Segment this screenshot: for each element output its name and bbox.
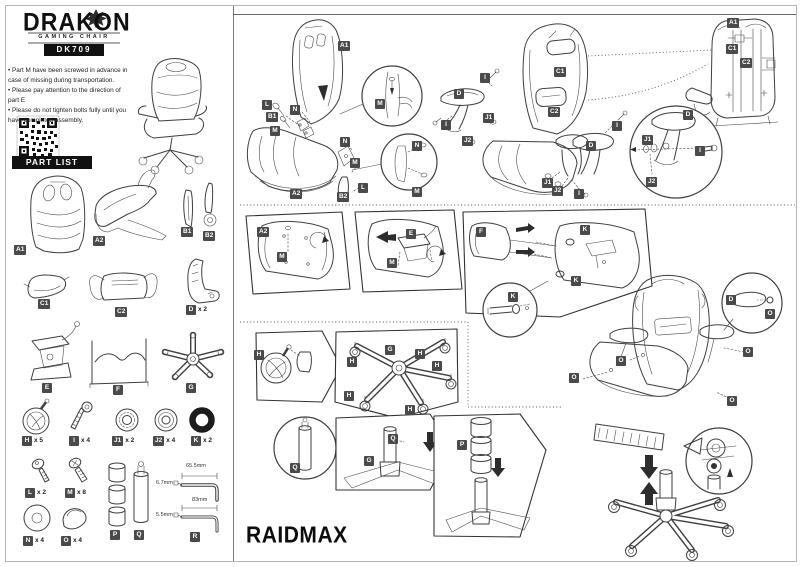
part-D-armrest — [187, 258, 220, 304]
part-C2-lumbar-cushion — [89, 272, 158, 301]
step3-back-view — [629, 18, 779, 199]
brand-tagline: GAMING CHAIR — [38, 34, 110, 40]
note-item: Please pay attention to the direction of… — [8, 86, 132, 105]
part-B1-bracket — [183, 189, 193, 228]
part-L-screw — [31, 458, 50, 483]
part-A1-backrest — [30, 175, 86, 254]
notes-list: Part M have been screwed in advance in c… — [8, 66, 132, 127]
part-K-ring — [189, 407, 215, 433]
part-J1-washer — [115, 408, 139, 432]
model-badge: DK709 — [44, 44, 104, 56]
brand-logo: DRAKON — [23, 8, 131, 36]
note-item: Please do not tighten bolts fully until … — [8, 106, 132, 125]
part-J2-washer — [154, 408, 178, 432]
tagline-rules — [28, 9, 120, 44]
part-B2-bracket — [203, 182, 217, 227]
part-N-washer — [23, 504, 51, 532]
part-H-caster — [22, 398, 50, 435]
part-R-allen-keys — [173, 472, 219, 533]
note-item: Part M have been screwed in advance in c… — [8, 66, 132, 85]
step8-base-assembly-panel — [334, 328, 459, 419]
part-M-screw — [68, 457, 88, 483]
step9-cylinder-into-base-panel — [335, 413, 453, 491]
step7-caster-panel — [255, 330, 342, 403]
chair-overview-sketch — [137, 58, 207, 175]
step9-cylinder-callout — [273, 416, 337, 480]
part-I-bolt — [70, 401, 93, 430]
part-A2-seat — [94, 169, 167, 241]
step10-spacers-panel — [433, 413, 547, 538]
part-Q-gas-cylinder — [133, 461, 149, 523]
step5-mechanism-panel — [354, 209, 463, 293]
step11-chair-caps-and-base — [582, 272, 783, 561]
part-O-cap — [62, 508, 87, 530]
part-F-footrest-frame — [89, 338, 149, 389]
step4-remove-screws-panel — [245, 211, 351, 295]
part-E-mechanism — [30, 321, 80, 381]
part-G-base — [161, 331, 225, 381]
footer-logo: RAIDMAX — [246, 523, 348, 549]
step1-backrest-to-seat — [246, 19, 438, 202]
part-list-header: PART LIST — [12, 156, 92, 169]
part-C1-headrest-pillow — [23, 274, 70, 299]
dragon-burst-icon — [85, 9, 107, 29]
step6-footrest-panel — [462, 208, 653, 338]
page-frame — [5, 5, 797, 562]
part-P-spacers — [108, 462, 126, 527]
